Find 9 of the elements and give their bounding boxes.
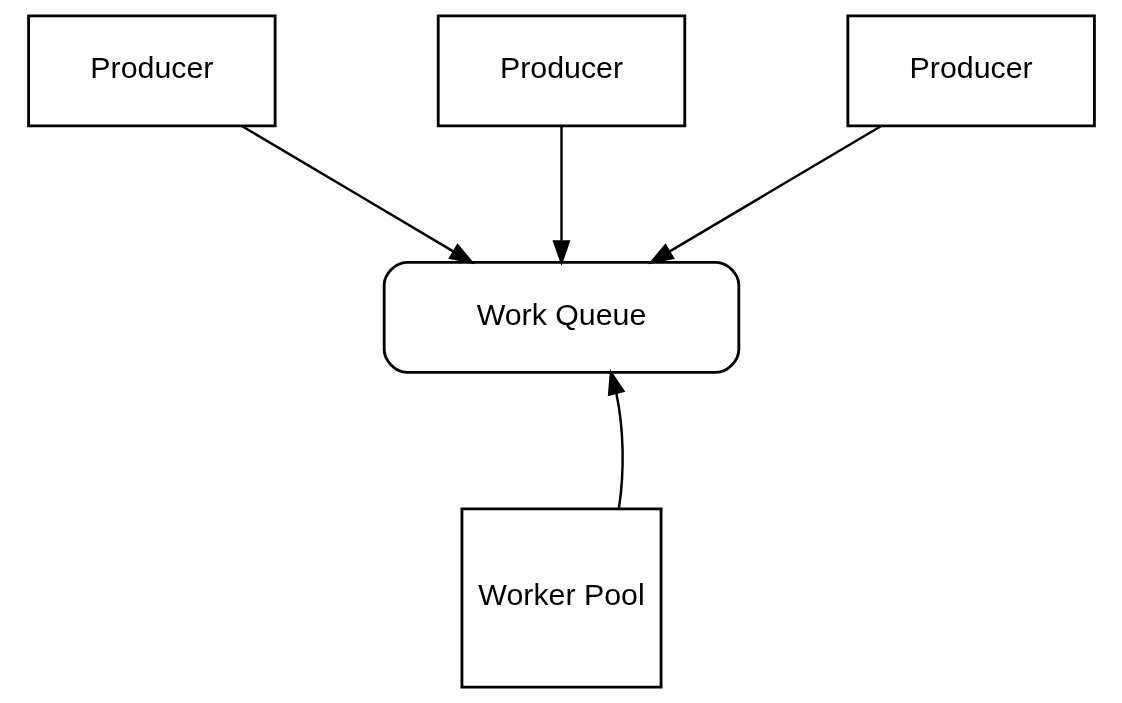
node-box: Producer bbox=[845, 14, 1096, 128]
node-box: Work Queue bbox=[382, 260, 740, 374]
arrow bbox=[551, 126, 571, 267]
node-box: Worker Pool bbox=[460, 507, 662, 689]
arrow bbox=[647, 124, 882, 265]
node-box: Producer bbox=[436, 14, 686, 128]
arrow bbox=[240, 124, 475, 265]
node-box: Producer bbox=[26, 14, 277, 128]
arrow bbox=[607, 369, 625, 509]
